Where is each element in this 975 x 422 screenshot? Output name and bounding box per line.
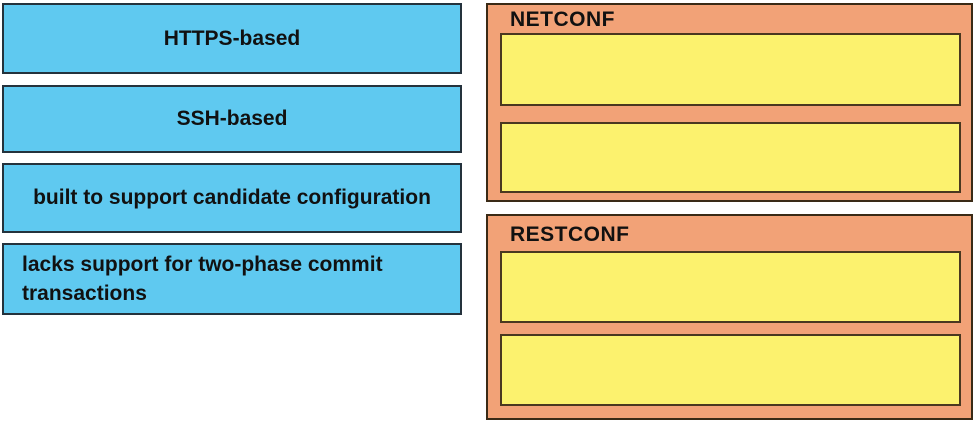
option-label: built to support candidate configuration — [33, 186, 431, 209]
option-label: lacks support for two-phase commit trans… — [22, 253, 383, 305]
option-card-ssh-based[interactable]: SSH-based — [2, 85, 462, 153]
option-label: HTTPS-based — [163, 26, 301, 50]
restconf-drop-slot-2[interactable] — [500, 334, 961, 406]
group-netconf-title: NETCONF — [510, 8, 615, 31]
netconf-drop-slot-2[interactable] — [500, 122, 961, 193]
group-restconf: RESTCONF — [486, 214, 973, 420]
option-card-candidate-configuration[interactable]: built to support candidate configuration — [2, 163, 462, 233]
netconf-drop-slot-1[interactable] — [500, 33, 961, 106]
option-card-two-phase-commit[interactable]: lacks support for two-phase commit trans… — [2, 243, 462, 315]
group-restconf-title: RESTCONF — [510, 223, 630, 246]
group-netconf: NETCONF — [486, 3, 973, 202]
option-label: SSH-based — [176, 107, 288, 130]
restconf-drop-slot-1[interactable] — [500, 251, 961, 323]
option-card-https-based[interactable]: HTTPS-based — [2, 3, 462, 74]
